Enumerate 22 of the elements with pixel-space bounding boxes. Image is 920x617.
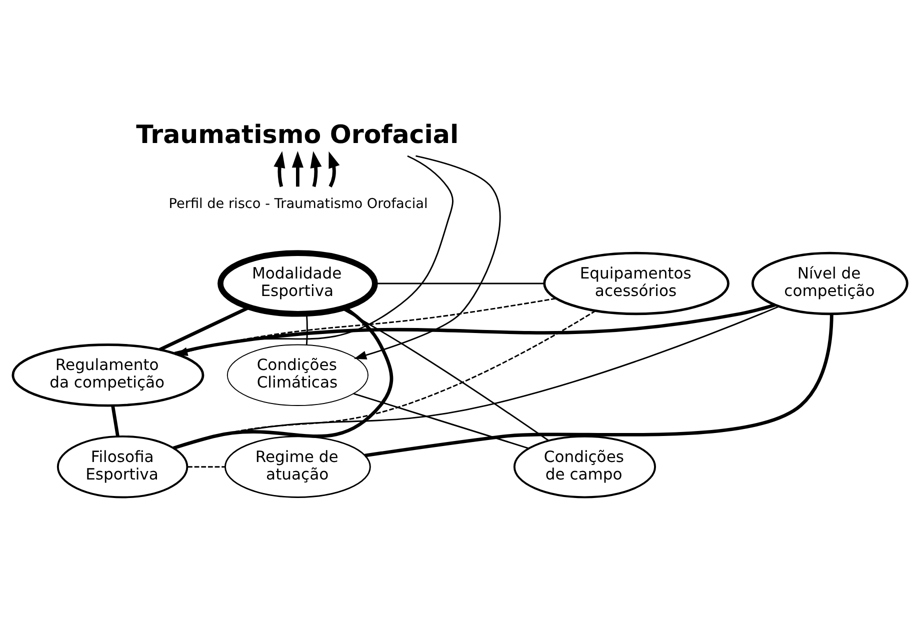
arrow: [328, 151, 340, 188]
connector: [158, 306, 250, 352]
node-ellipse: Equipamentos acessórios: [543, 252, 730, 316]
node-text: Perfil de risco - Traumatismo Orofacial: [168, 196, 428, 212]
node-ellipse: Regulamento da competição: [12, 344, 204, 407]
connector: [375, 282, 544, 284]
node-ellipse: Regime de atuação: [224, 436, 371, 498]
connector: [306, 314, 308, 345]
node-ellipse: Nível de competição: [751, 252, 908, 316]
connector: [188, 466, 226, 468]
arrow: [274, 151, 286, 188]
connector: [354, 392, 530, 450]
node-text: Traumatismo Orofacial: [136, 120, 459, 150]
node-ellipse: Filosofia Esportiva: [56, 435, 188, 498]
arrow: [292, 151, 304, 187]
arrow: [310, 151, 322, 188]
connector: [364, 314, 834, 458]
connector: [111, 405, 120, 437]
arrow: [354, 155, 501, 360]
node-ellipse: Modalidade Esportiva: [218, 250, 378, 317]
connector: [341, 308, 550, 442]
node-ellipse: Condições de campo: [513, 435, 656, 498]
